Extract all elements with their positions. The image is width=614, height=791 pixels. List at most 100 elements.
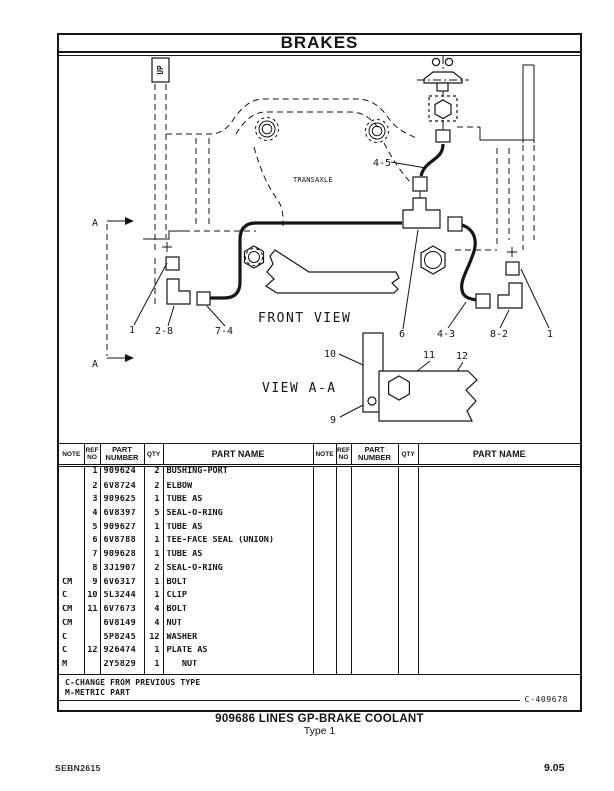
callout-bolt: 11 xyxy=(423,350,435,361)
table-cell: NUT xyxy=(162,660,313,674)
table-cell xyxy=(397,495,418,509)
table-cell: 5 xyxy=(83,522,100,537)
table-cell xyxy=(312,495,336,509)
drawing-code: C-409678 xyxy=(524,695,568,704)
callout-left-tube: 7-4 xyxy=(215,326,233,337)
table-cell xyxy=(397,550,418,564)
table-cell xyxy=(312,481,336,496)
note-change: C-CHANGE FROM PREVIOUS TYPE xyxy=(65,678,201,687)
table-cell: 6V8149 xyxy=(99,618,144,633)
table-cell xyxy=(335,481,351,496)
col-header-part-name: PART NAME xyxy=(417,443,580,467)
table-cell xyxy=(350,509,398,523)
table-cell: WASHER xyxy=(162,632,313,647)
table-cell xyxy=(417,522,580,537)
section-letter-top: A xyxy=(92,218,98,229)
table-cell xyxy=(397,591,418,606)
table-cell: 8 xyxy=(83,563,100,578)
table-cell xyxy=(335,465,351,482)
table-cell xyxy=(397,632,418,647)
table-cell xyxy=(350,522,398,537)
table-cell xyxy=(350,618,398,633)
callout-tee: 6 xyxy=(399,329,405,340)
table-cell: CM xyxy=(62,605,73,615)
table-cell xyxy=(397,536,418,551)
table-cell xyxy=(397,563,418,578)
table-cell xyxy=(335,522,351,537)
table-cell: BOLT xyxy=(162,605,313,619)
table-cell xyxy=(350,660,398,674)
table-cell: BUSHING-PORT xyxy=(162,465,313,482)
table-cell: 5L3244 xyxy=(99,591,144,606)
table-cell: 3 xyxy=(83,495,100,509)
hex-bolt-icon xyxy=(388,375,410,401)
table-cell xyxy=(312,536,336,551)
section-letter-bottom: A xyxy=(92,359,98,370)
hex-fitting-icon xyxy=(434,99,452,120)
table-cell: 1 xyxy=(143,577,163,592)
table-cell: 1 xyxy=(143,591,163,606)
table-cell: CM xyxy=(62,618,73,628)
table-cell xyxy=(335,563,351,578)
table-cell: 6V8788 xyxy=(99,536,144,551)
table-cell: 2 xyxy=(143,465,163,482)
table-cell: 5P8245 xyxy=(99,632,144,647)
table-cell xyxy=(59,564,84,578)
table-cell xyxy=(312,660,336,674)
title-divider xyxy=(57,51,582,56)
plate-silhouette xyxy=(265,249,400,294)
vent-hole-icon xyxy=(431,57,441,67)
table-cell: 2 xyxy=(83,481,100,496)
table-cell xyxy=(335,591,351,606)
callout-right-bracket: 8-2 xyxy=(490,329,508,340)
table-notes: C-CHANGE FROM PREVIOUS TYPE M-METRIC PAR… xyxy=(59,674,580,700)
table-cell xyxy=(417,465,580,482)
fitting-assembly xyxy=(402,56,491,309)
centermark-icon xyxy=(507,247,517,257)
table-cell: 7 xyxy=(83,550,100,564)
table-cell: 1 xyxy=(143,660,163,674)
page-number: 9.05 xyxy=(544,762,565,774)
table-cell: C xyxy=(62,591,68,601)
table-cell xyxy=(417,481,580,496)
tee-fitting-icon xyxy=(402,197,441,229)
page-title: BRAKES xyxy=(280,33,359,52)
table-cell: TUBE AS xyxy=(162,550,313,564)
table-cell xyxy=(397,465,418,482)
table-cell xyxy=(417,536,580,551)
bolt-hole-icon xyxy=(371,125,383,137)
col-header-note: NOTE xyxy=(312,443,336,467)
washer-icon xyxy=(367,396,377,406)
table-cell xyxy=(397,522,418,537)
table-cell xyxy=(312,550,336,564)
col-header-qty: QTY xyxy=(143,443,163,467)
view-a-a-detail: 10 11 12 9 VIEW A-A xyxy=(262,332,478,426)
table-cell xyxy=(350,646,398,661)
table-cell xyxy=(312,509,336,523)
hex-nut-icon xyxy=(420,245,446,275)
flange-icon xyxy=(423,71,463,84)
table-cell: 6V6317 xyxy=(99,577,144,592)
table-cell xyxy=(350,605,398,619)
table-cell: 11 xyxy=(83,605,100,619)
content-frame xyxy=(57,33,582,712)
table-cell: M xyxy=(62,660,68,670)
table-cell xyxy=(417,605,580,619)
table-cell: 12 xyxy=(143,632,163,647)
table-cell xyxy=(59,482,84,496)
table-cell: CM xyxy=(62,577,73,587)
table-cell xyxy=(335,536,351,551)
table-cell xyxy=(335,646,351,661)
callout-right-fitting: 1 xyxy=(547,329,553,340)
table-cell: 1 xyxy=(143,646,163,661)
section-line-a-a: A A xyxy=(92,217,134,370)
callout-bracket: 10 xyxy=(324,349,336,360)
hex-nuts xyxy=(243,245,446,275)
table-cell: ELBOW xyxy=(162,481,313,496)
machine-frame-outline xyxy=(143,64,535,308)
